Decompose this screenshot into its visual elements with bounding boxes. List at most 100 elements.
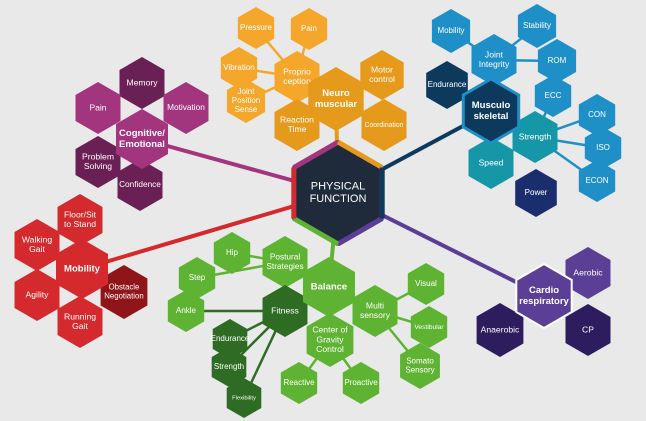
node-anaerobic: Anaerobic [476,303,524,357]
node-floor-sit-to-stand-hexagon [57,194,103,246]
node-running-gait-label: Gait [72,321,88,331]
node-step-hexagon [178,257,216,299]
node-pain-label: Pain [89,102,106,112]
node-obstacle-negotiation-label: Obstacle [109,283,140,292]
node-con-hexagon [578,94,616,136]
hub-cognitive-emotional: Cognitive/Emotional [116,109,168,169]
hub-balance-label: Balance [311,282,347,293]
hub-cognitive-emotional-label: Cognitive/ [119,128,165,139]
node-econ: ECON [578,160,616,202]
node-ecc-hexagon [534,75,572,117]
node-memory-label: Memory [126,77,158,87]
node-center-of-gravity-control-label: Center of [312,325,348,335]
center-physical-function-label: FUNCTION [310,193,367,205]
hub-cardio-respiratory-label: respiratory [519,296,569,307]
node-stability-label: Stability [523,21,551,30]
node-coordination: Coordination [361,99,407,151]
node-center-of-gravity-control-hexagon [306,313,354,367]
node-center-of-gravity-control-label: Gravity [316,334,344,344]
node-postural-strategies-hexagon [262,236,308,288]
node-postural-strategies-label: Strategies [266,262,303,271]
node-reaction-time-label: Reaction [280,114,314,124]
node-vibration-label: Vibration [223,63,254,72]
node-multi-sensory-hexagon [352,285,398,337]
hub-cardio-respiratory-label: Cardio [529,285,559,296]
node-ecc-label: ECC [545,91,562,100]
node-hip-hexagon [213,232,251,274]
node-pain-hexagon [75,82,121,134]
node-aerobic-label: Aerobic [573,267,603,277]
hub-mobility-hexagon [56,239,108,299]
node-postural-strategies-label: Postural [270,253,300,262]
node-vibration: Vibration [220,47,258,89]
node-cp-hexagon [565,304,611,356]
node-problem-solving-label: Solving [84,161,112,171]
center-border-segment [292,139,340,170]
node-pain: Pain [290,8,328,50]
node-pain-label: Pain [301,24,317,33]
node-obstacle-negotiation-label: Negotiation [104,291,143,300]
node-running-gait-label: Running [64,311,96,321]
node-pain-hexagon [290,8,328,50]
node-cp-label: CP [582,324,594,334]
center-physical-function-hexagon [296,145,380,241]
node-visual-hexagon [407,263,445,305]
node-anaerobic-label: Anaerobic [481,324,520,334]
node-rom-hexagon [537,39,577,83]
node-endurance-label: Endurance [211,334,250,343]
node-problem-solving-label: Problem [82,151,114,161]
hub-cardio-respiratory-hexagon [515,262,573,330]
node-joint-integrity-hexagon [471,34,517,86]
node-multi-sensory-label: Multi [366,300,384,310]
center-border-segment [292,216,340,247]
node-strength-label: Strength [519,131,552,141]
hub-balance: Balance [303,257,355,317]
hub-cognitive-emotional-label: Emotional [119,139,165,150]
hub-musculo-skeletal-hexagon [461,77,521,145]
node-multi-sensory-label: sensory [360,310,391,320]
node-pressure-label: Pressure [240,23,273,32]
node-iso-label: ISO [596,143,610,152]
node-strength-hexagon [512,111,558,163]
node-motivation-label: Motivation [167,103,205,112]
hub-mobility: Mobility [56,239,108,299]
node-con-label: CON [588,110,606,119]
node-proactive-hexagon [342,362,380,404]
node-speed-label: Speed [479,157,504,167]
node-strength: Strength [512,111,558,163]
node-step-label: Step [189,273,206,282]
hub-neuro-muscular-hexagon [308,67,364,131]
node-visual-label: Visual [415,279,437,288]
node-speed-hexagon [468,137,514,189]
node-somato-sensory-hexagon [400,343,440,389]
node-memory: Memory [119,57,165,109]
node-agility-label: Agility [26,289,50,299]
node-econ-hexagon [578,160,616,202]
node-aerobic: Aerobic [565,247,611,299]
node-pressure: Pressure [237,7,275,49]
node-step: Step [178,257,216,299]
center-physical-function-label: PHYSICAL [311,181,365,193]
hub-musculo-skeletal-label: skeletal [474,111,509,122]
node-power-hexagon [515,169,557,217]
node-flexibility-label: Flexibility [232,396,256,402]
node-memory-hexagon [119,57,165,109]
node-proprio-ception-label: ception [283,76,311,86]
node-fitness-label: Fitness [271,305,299,315]
node-joint-position-sense-label: Joint [238,87,256,96]
node-proactive-label: Proactive [344,378,378,387]
node-ankle-hexagon [167,290,205,332]
node-reactive: Reactive [280,362,318,404]
node-stability: Stability [517,4,557,48]
